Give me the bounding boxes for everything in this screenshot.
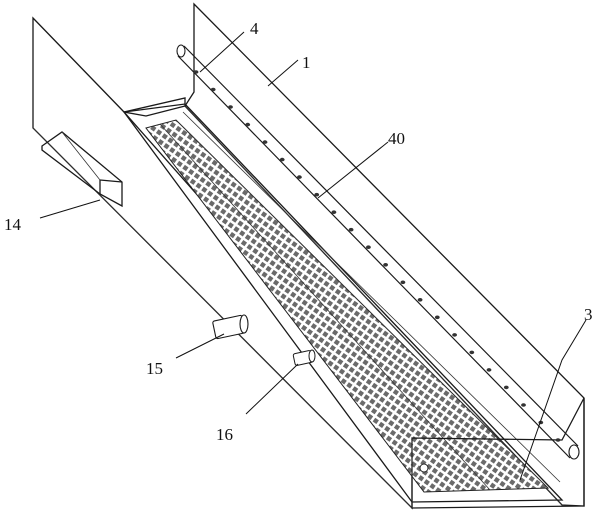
nozzle xyxy=(245,122,251,127)
leader-4 xyxy=(199,31,245,73)
nozzle xyxy=(366,245,371,249)
nozzle xyxy=(417,298,423,302)
label-40: 40 xyxy=(388,129,405,148)
drain-hole xyxy=(419,463,429,473)
nozzle xyxy=(348,227,354,232)
label-15: 15 xyxy=(146,359,163,378)
label-1: 1 xyxy=(302,53,311,72)
back-end-wall xyxy=(123,97,186,117)
nozzle xyxy=(383,263,388,267)
inner-rail-a xyxy=(175,119,549,489)
nozzle xyxy=(331,210,337,214)
nozzle xyxy=(314,192,320,197)
nozzle xyxy=(228,105,233,109)
spray-pipe xyxy=(176,44,580,460)
label-3: 3 xyxy=(584,305,593,324)
leader-15 xyxy=(175,333,225,359)
label-4: 4 xyxy=(250,19,259,38)
leader-40 xyxy=(317,141,389,199)
inlet-pipe xyxy=(212,314,249,340)
leader-3 xyxy=(519,319,587,481)
nozzle xyxy=(279,157,285,162)
nozzle xyxy=(555,438,561,442)
grate-rail xyxy=(159,123,491,491)
nozzle xyxy=(521,403,526,407)
nozzle xyxy=(262,140,268,144)
label-14: 14 xyxy=(4,215,22,234)
leader-16 xyxy=(245,363,299,415)
outlet-pipe xyxy=(292,349,316,366)
trough-floor xyxy=(122,103,564,503)
nozzle xyxy=(503,385,509,390)
nozzle xyxy=(210,87,216,92)
nozzle xyxy=(452,333,457,337)
leader-1 xyxy=(267,59,299,87)
nozzle xyxy=(434,315,440,320)
nozzle-group xyxy=(193,70,561,442)
nozzle xyxy=(297,175,302,179)
nozzle xyxy=(469,350,475,355)
nozzle xyxy=(193,70,199,74)
right-wall-inner-edge xyxy=(184,105,563,506)
inner-rail-b xyxy=(182,111,561,483)
nozzle xyxy=(486,368,492,372)
mounting-bracket xyxy=(41,131,123,208)
leader-14 xyxy=(39,199,101,219)
nozzle xyxy=(400,280,406,285)
label-16: 16 xyxy=(216,425,233,444)
